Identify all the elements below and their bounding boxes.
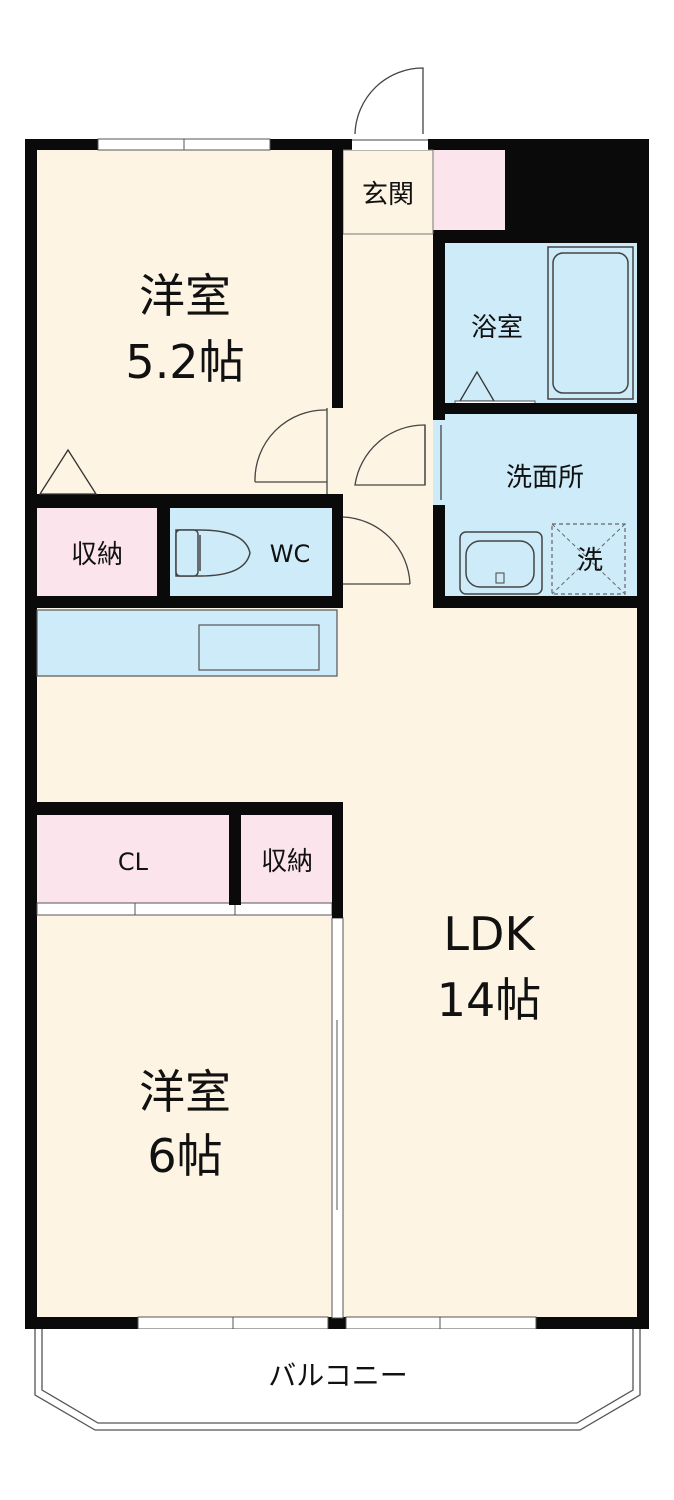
balcony-outline <box>34 1329 641 1431</box>
western-room-lower-size: 6帖 <box>147 1129 222 1183</box>
storage-lower-floor <box>241 815 332 903</box>
toilet-label: WC <box>270 540 311 568</box>
storage-lower-label: 収納 <box>261 847 313 877</box>
balcony-label: バルコニー <box>268 1359 407 1392</box>
bathroom-label: 浴室 <box>471 313 523 343</box>
washroom-label: 洗面所 <box>506 463 584 493</box>
pipe-space <box>505 139 649 234</box>
western-room-upper-name: 洋室 <box>139 269 231 323</box>
room-door-marker <box>38 448 98 495</box>
western-room-upper-size: 5.2帖 <box>125 335 244 389</box>
ldk-size: 14帖 <box>437 973 542 1027</box>
western-room-lower-name: 洋室 <box>139 1065 231 1119</box>
closet-label: CL <box>118 848 149 876</box>
kitchen-sink <box>198 624 320 671</box>
entrance-door-arc <box>354 67 424 135</box>
bathtub-inner <box>552 252 629 394</box>
entrance-label: 玄関 <box>362 180 414 210</box>
western-room-lower-floor <box>37 915 332 1317</box>
washer-label: 洗 <box>577 546 603 576</box>
ldk-floor <box>343 608 637 1317</box>
storage-upper-floor <box>37 508 157 596</box>
storage-upper-label: 収納 <box>71 540 123 570</box>
closet-floor <box>37 815 229 903</box>
shoe-box <box>433 150 505 230</box>
ldk-name: LDK <box>443 907 536 961</box>
western-room-upper-floor <box>37 150 332 494</box>
window-ldk <box>345 1316 537 1330</box>
